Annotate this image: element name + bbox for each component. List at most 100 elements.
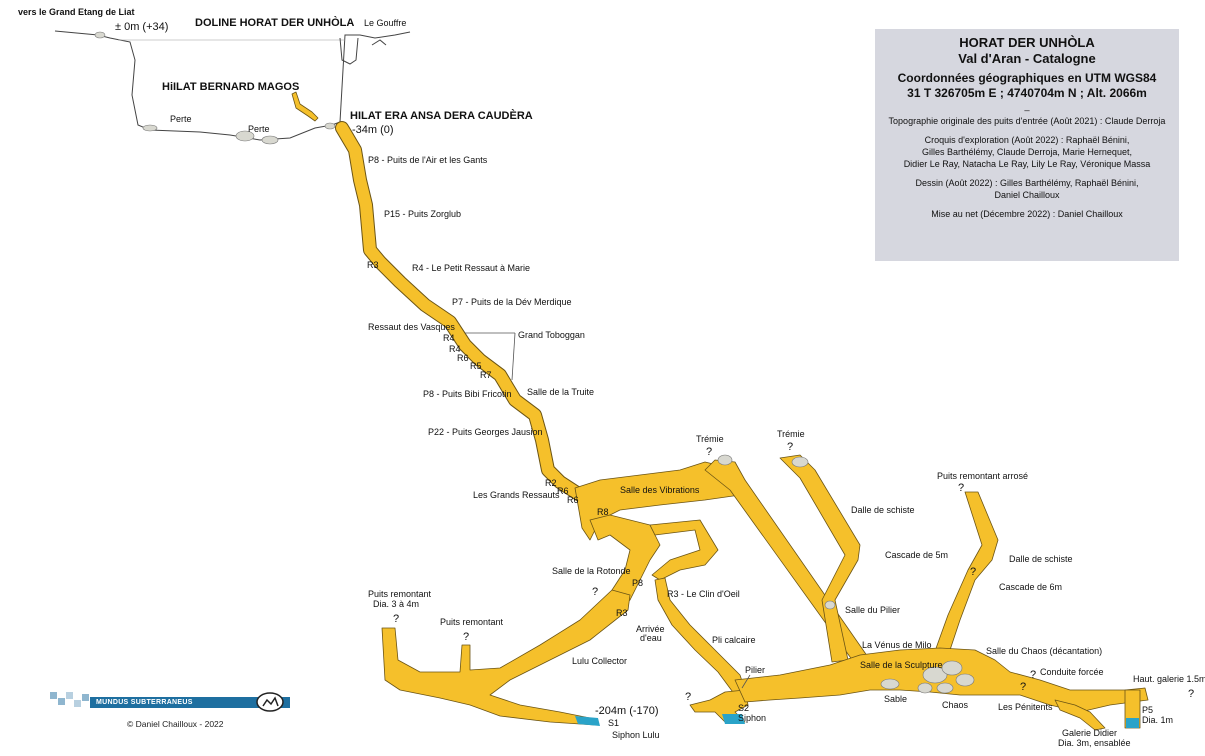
label-dalle-2: Dalle de schiste bbox=[1009, 554, 1073, 564]
label-r6-a: R6 bbox=[457, 353, 469, 363]
coords-value: 31 T 326705m E ; 4740704m N ; Alt. 2066m bbox=[907, 86, 1147, 100]
label-puits-rem-1b: Dia. 3 à 4m bbox=[373, 599, 419, 609]
mise-credit: Mise au net (Décembre 2022) : Daniel Cha… bbox=[931, 209, 1123, 219]
label-s1: S1 bbox=[608, 718, 619, 728]
label-sculpture: Salle de la Sculpture bbox=[860, 660, 943, 670]
label-puits-rem-1a: Puits remontant bbox=[368, 589, 432, 599]
label-haut-gal: Haut. galerie 1.5m bbox=[1133, 674, 1205, 684]
label-vasques: Ressaut des Vasques bbox=[368, 322, 455, 332]
label-chaos-salle: Salle du Chaos (décantation) bbox=[986, 646, 1102, 656]
label-chaos: Chaos bbox=[942, 700, 969, 710]
siphon-lulu-water bbox=[575, 716, 600, 726]
label-p5-dia: Dia. 1m bbox=[1142, 715, 1173, 725]
label-salle-pilier: Salle du Pilier bbox=[845, 605, 900, 615]
copyright-text: © Daniel Chailloux - 2022 bbox=[127, 719, 224, 729]
question-mark: ? bbox=[592, 586, 598, 598]
label-hilat-ansa: HILAT ERA ANSA DERA CAUDÈRA bbox=[350, 109, 533, 122]
hillat-bernard-shaft bbox=[291, 91, 319, 122]
croquis-credit-3: Didier Le Ray, Natacha Le Ray, Lily Le R… bbox=[903, 159, 1151, 169]
question-mark: ? bbox=[1020, 681, 1026, 693]
pilier-leader bbox=[741, 674, 751, 689]
label-zero-depth: ± 0m (+34) bbox=[115, 21, 168, 33]
label-p8-air: P8 - Puits de l'Air et les Gants bbox=[368, 155, 488, 165]
logo-emblem-icon bbox=[256, 692, 284, 712]
label-cascade-6: Cascade de 6m bbox=[999, 582, 1062, 592]
dessin-credit-2: Daniel Chailloux bbox=[994, 190, 1060, 200]
label-r6-b: R6 bbox=[557, 486, 569, 496]
label-r4-c: R4 bbox=[449, 344, 461, 354]
cave-subtitle: Val d'Aran - Catalogne bbox=[958, 51, 1096, 66]
label-perte-2: Perte bbox=[248, 124, 270, 134]
label-r3-clin: R3 - Le Clin d'Oeil bbox=[667, 589, 740, 599]
label-p8-bibi: P8 - Puits Bibi Fricotin bbox=[423, 389, 512, 399]
label-siphon-lulu: Siphon Lulu bbox=[612, 730, 660, 740]
label-toboggan: Grand Toboggan bbox=[518, 330, 585, 340]
question-mark: ? bbox=[685, 691, 691, 703]
croquis-credit-2: Gilles Barthélémy, Claude Derroja, Marie… bbox=[922, 147, 1132, 157]
siphon-s2-water bbox=[722, 714, 745, 724]
label-r3-b: R3 bbox=[616, 608, 628, 618]
surface-rocks bbox=[94, 31, 336, 145]
galerie-didier bbox=[1054, 699, 1106, 731]
question-mark: ? bbox=[463, 631, 469, 643]
gallery-lulu-collector bbox=[381, 589, 631, 726]
label-pilier: Pilier bbox=[745, 665, 765, 675]
gouffre-entry bbox=[371, 39, 387, 46]
main-shaft-series bbox=[335, 121, 587, 502]
label-rotonde: Salle de la Rotonde bbox=[552, 566, 631, 576]
label-galerie-didier-2: Dia. 3m, ensablée bbox=[1058, 738, 1131, 748]
label-conduite: Conduite forcée bbox=[1040, 667, 1104, 677]
label-vibrations: Salle des Vibrations bbox=[620, 485, 700, 495]
question-mark: ? bbox=[393, 613, 399, 625]
label-depth-34: -34m (0) bbox=[352, 124, 394, 136]
label-r3-a: R3 bbox=[367, 260, 379, 270]
croquis-credit-1: Croquis d'exploration (Août 2022) : Raph… bbox=[924, 135, 1130, 145]
gallery-puits-arrose bbox=[929, 491, 999, 666]
label-doline: DOLINE HORAT DER UNHÒLA bbox=[195, 16, 354, 29]
topo-credit: Topographie originale des puits d'entrée… bbox=[888, 116, 1166, 126]
gallery-tremie-right bbox=[779, 454, 861, 663]
label-grand-etang: vers le Grand Etang de Liat bbox=[18, 7, 135, 17]
label-p8-c: P8 bbox=[632, 578, 643, 588]
label-grands-ressauts: Les Grands Ressauts bbox=[473, 490, 560, 500]
question-mark: ? bbox=[1188, 688, 1194, 700]
label-lulu-collector: Lulu Collector bbox=[572, 656, 627, 666]
label-p22: P22 - Puits Georges Jausion bbox=[428, 427, 543, 437]
label-depth-204: -204m (-170) bbox=[595, 705, 659, 717]
label-sable: Sable bbox=[884, 694, 907, 704]
label-puits-arrose: Puits remontant arrosé bbox=[937, 471, 1028, 481]
gouffre-shaft bbox=[339, 37, 359, 65]
salle-des-vibrations bbox=[574, 461, 746, 541]
label-s2: S2 bbox=[738, 703, 749, 713]
label-perte-1: Perte bbox=[170, 114, 192, 124]
coords-title: Coordonnées géographiques en UTM WGS84 bbox=[897, 71, 1157, 85]
question-mark: ? bbox=[1030, 669, 1036, 681]
label-gouffre: Le Gouffre bbox=[364, 18, 406, 28]
label-venus: La Vénus de Milo bbox=[862, 640, 932, 650]
label-tremie-2: Trémie bbox=[777, 429, 805, 439]
cave-title: HORAT DER UNHÒLA bbox=[959, 35, 1095, 50]
chaos-blocks bbox=[717, 454, 975, 694]
label-puits-rem-2: Puits remontant bbox=[440, 617, 504, 627]
label-dalle-1: Dalle de schiste bbox=[851, 505, 915, 515]
label-penitents: Les Pénitents bbox=[998, 702, 1053, 712]
label-hillat: HiILAT BERNARD MAGOS bbox=[162, 81, 299, 93]
dessin-credit-1: Dessin (Août 2022) : Gilles Barthélémy, … bbox=[915, 178, 1139, 188]
label-siphon: Siphon bbox=[738, 713, 766, 723]
label-r2: R2 bbox=[545, 478, 557, 488]
separator: _ bbox=[1024, 101, 1030, 111]
label-r4-petit: R4 - Le Petit Ressaut à Marie bbox=[412, 263, 530, 273]
question-mark: ? bbox=[970, 566, 976, 578]
question-mark: ? bbox=[958, 482, 964, 494]
question-mark: ? bbox=[706, 446, 712, 458]
gallery-to-rotonde-east bbox=[649, 519, 719, 581]
title-info-box: HORAT DER UNHÒLA Val d'Aran - Catalogne … bbox=[875, 29, 1179, 261]
label-p7: P7 - Puits de la Dév Merdique bbox=[452, 297, 572, 307]
label-r5: R5 bbox=[470, 361, 482, 371]
mundus-logo: MUNDUS SUBTERRANEUS bbox=[50, 692, 300, 712]
label-tremie-1: Trémie bbox=[696, 434, 724, 444]
question-mark: ? bbox=[787, 441, 793, 453]
label-r7: R7 bbox=[480, 370, 492, 380]
label-p15: P15 - Puits Zorglub bbox=[384, 209, 461, 219]
label-arrivee: Arrivée bbox=[636, 624, 665, 634]
